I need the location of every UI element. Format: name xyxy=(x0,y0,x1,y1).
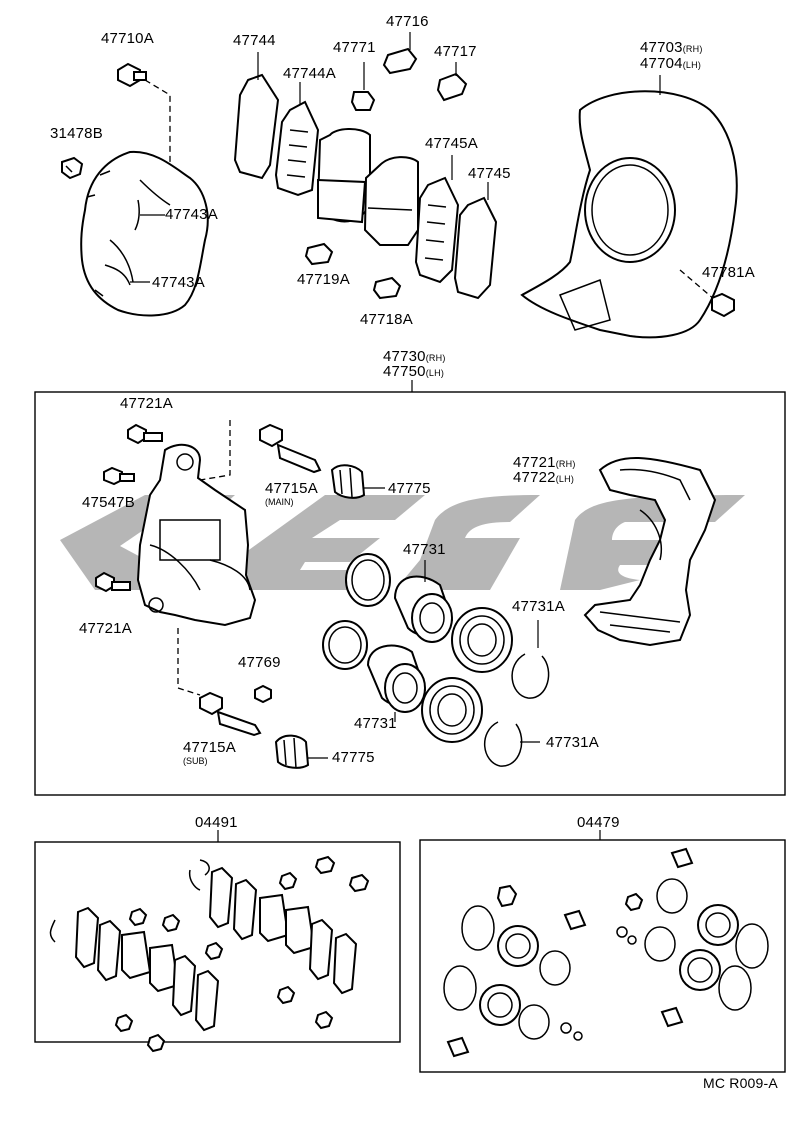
label-47743A-upper: 47743A xyxy=(165,206,218,223)
label-47721-side: (RH) xyxy=(555,459,576,469)
label-47717: 47717 xyxy=(434,43,477,60)
label-04491: 04491 xyxy=(195,814,238,831)
label-47731-upper: 47731 xyxy=(403,541,446,558)
clip-47771 xyxy=(350,62,376,111)
bolt-47781A xyxy=(711,292,735,318)
label-47745A: 47745A xyxy=(425,135,478,152)
seal-ring-lower xyxy=(322,620,368,670)
kit-04479-parts xyxy=(443,847,769,1058)
label-47703-num: 47703 xyxy=(640,39,683,56)
label-47703-side: (RH) xyxy=(682,44,703,54)
clip-47717 xyxy=(436,62,468,102)
label-47718A: 47718A xyxy=(360,311,413,328)
piston-lower xyxy=(366,644,427,722)
label-47745: 47745 xyxy=(468,165,511,182)
label-47704-num: 47704 xyxy=(640,55,683,72)
label-47703: 47703(RH) xyxy=(640,40,703,57)
brake-pad-outer xyxy=(316,128,371,224)
label-47731A-upper: 47731A xyxy=(512,598,565,615)
label-47750-num: 47750 xyxy=(383,363,426,380)
snap-ring-lower xyxy=(483,721,540,767)
piston-upper xyxy=(393,560,454,643)
shim-47745 xyxy=(453,182,498,300)
label-47731A-lower: 47731A xyxy=(546,734,599,751)
caliper-assembly-box xyxy=(34,391,786,796)
seal-ring-upper xyxy=(345,553,391,607)
shim-47745A xyxy=(414,155,460,284)
label-47704-side: (LH) xyxy=(682,60,702,70)
figure-code: MC R009-A xyxy=(703,1075,778,1091)
label-47721A-top: 47721A xyxy=(120,395,173,412)
kit-04479-box xyxy=(419,839,786,1073)
label-47722-num: 47722 xyxy=(513,469,556,486)
kit-04491-parts xyxy=(49,855,370,1053)
label-47744: 47744 xyxy=(233,32,276,49)
plug-31478B xyxy=(61,156,84,180)
label-47769: 47769 xyxy=(238,654,281,671)
dust-shield xyxy=(520,75,738,339)
slide-pin-sub xyxy=(199,691,262,737)
label-47721: 47721(RH) xyxy=(513,455,576,472)
piston-boot-upper xyxy=(451,607,513,673)
label-47750: 47750(LH) xyxy=(383,364,444,381)
label-47730-num: 47730 xyxy=(383,348,426,365)
label-47704: 47704(LH) xyxy=(640,56,701,73)
caliper-bracket xyxy=(136,443,257,627)
label-47731-lower: 47731 xyxy=(354,715,397,732)
bolt-47710A xyxy=(117,62,171,165)
label-47743A-lower: 47743A xyxy=(152,274,205,291)
clip-47716 xyxy=(382,32,418,75)
label-main-note: (MAIN) xyxy=(265,497,294,507)
caliper-body-right xyxy=(583,456,717,647)
bolt-47547B xyxy=(103,466,135,486)
caliper-cover xyxy=(80,150,209,317)
label-47716: 47716 xyxy=(386,13,429,30)
label-47722-side: (LH) xyxy=(555,474,575,484)
label-47715A-sub: 47715A xyxy=(183,739,236,756)
piston-boot-lower xyxy=(421,677,483,743)
label-47750-side: (LH) xyxy=(425,368,445,378)
bleeder-cap-47769 xyxy=(254,684,272,704)
label-47771: 47771 xyxy=(333,39,376,56)
label-47547B: 47547B xyxy=(82,494,135,511)
clip-47719A xyxy=(304,242,334,266)
label-47719A: 47719A xyxy=(297,271,350,288)
label-47722: 47722(LH) xyxy=(513,470,574,487)
label-47775-lower: 47775 xyxy=(332,749,375,766)
shim-47744 xyxy=(233,52,280,180)
clip-47718A xyxy=(372,276,402,300)
label-47721-num: 47721 xyxy=(513,454,556,471)
label-47710A: 47710A xyxy=(101,30,154,47)
shim-47744A xyxy=(274,82,320,197)
label-47744A: 47744A xyxy=(283,65,336,82)
label-47721A-lower: 47721A xyxy=(79,620,132,637)
bolt-47721A-top xyxy=(127,423,163,445)
label-47781A: 47781A xyxy=(702,264,755,281)
boot-47775-upper xyxy=(330,464,385,499)
boot-47775-lower xyxy=(274,734,328,769)
bolt-47721A-lower xyxy=(95,571,131,593)
label-31478B: 31478B xyxy=(50,125,103,142)
label-47775-upper: 47775 xyxy=(388,480,431,497)
label-47730-side: (RH) xyxy=(425,353,446,363)
label-47715A-main: 47715A xyxy=(265,480,318,497)
label-47730: 47730(RH) xyxy=(383,349,446,366)
slide-pin-main xyxy=(259,423,322,474)
snap-ring-upper xyxy=(511,620,550,699)
label-04479: 04479 xyxy=(577,814,620,831)
label-sub-note: (SUB) xyxy=(183,756,208,766)
brake-pad-inner xyxy=(363,156,419,246)
